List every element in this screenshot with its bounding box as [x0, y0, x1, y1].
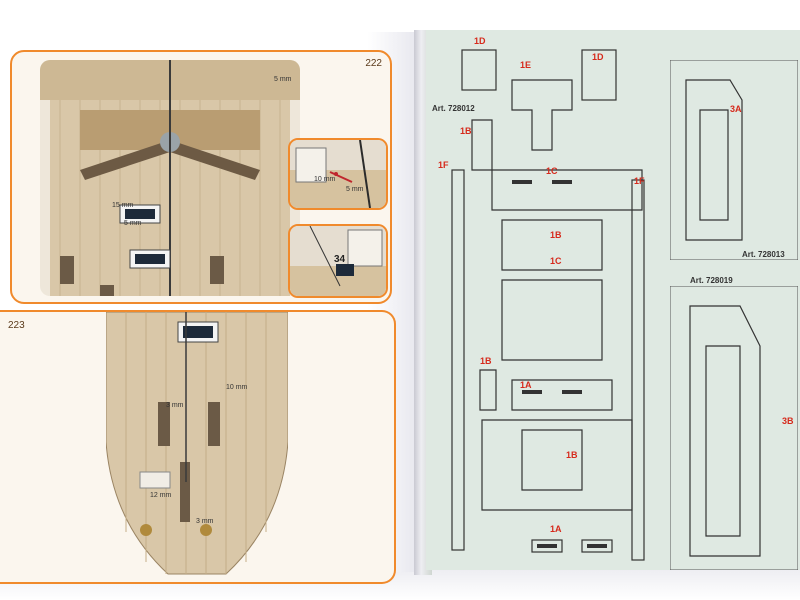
- part-label: 1A: [550, 524, 562, 534]
- part-label: 1B: [460, 126, 472, 136]
- measure-label: 3 mm: [166, 402, 184, 409]
- measure-label: 5 mm: [124, 220, 142, 227]
- measure-label: 10 mm: [226, 384, 248, 391]
- measure-label: 5 mm: [346, 186, 364, 193]
- part-label: 1D: [592, 52, 604, 62]
- right-page: Art. 728012 Art. 728013 Art. 728019 1D 1…: [426, 30, 800, 570]
- parts-sheet-728012: [451, 49, 645, 561]
- measure-label: 5 mm: [274, 76, 292, 83]
- step-222-panel: 222: [10, 50, 392, 304]
- part-label: 1E: [520, 60, 532, 70]
- part-label: 1F: [438, 160, 449, 170]
- sheet-label: Art. 728012: [432, 104, 475, 113]
- measure-label: 12 mm: [150, 492, 172, 499]
- hull-deck-photo: [106, 312, 288, 575]
- measure-label: 3 mm: [196, 518, 214, 525]
- part-label: 3B: [782, 416, 794, 426]
- step-223-panel: 223 10 mm 3 mm 1: [0, 310, 396, 584]
- deck-photo-main: [40, 60, 300, 296]
- sheet-label: Art. 728019: [690, 276, 733, 285]
- part-label: 1B: [566, 450, 578, 460]
- measure-label: 15 mm: [112, 202, 134, 209]
- part-label: 1C: [550, 256, 562, 266]
- part-label: 1F: [634, 176, 645, 186]
- sheet-label: Art. 728013: [742, 250, 785, 259]
- part-label: 1B: [480, 356, 492, 366]
- measure-label: 10 mm: [314, 176, 336, 183]
- measure-label: 34: [334, 254, 346, 265]
- part-label: 1D: [474, 36, 486, 46]
- parts-sheet-728013: [670, 60, 798, 260]
- part-label: 3A: [730, 104, 742, 114]
- parts-sheet-728019: [670, 286, 798, 570]
- part-label: 1A: [520, 380, 532, 390]
- detail-photo-top: [288, 138, 388, 210]
- part-label: 1C: [546, 166, 558, 176]
- step-number: 222: [365, 58, 382, 69]
- part-label: 1B: [550, 230, 562, 240]
- left-page: 222: [0, 32, 418, 584]
- detail-photo-bottom: [288, 224, 388, 298]
- step-number: 223: [8, 320, 25, 331]
